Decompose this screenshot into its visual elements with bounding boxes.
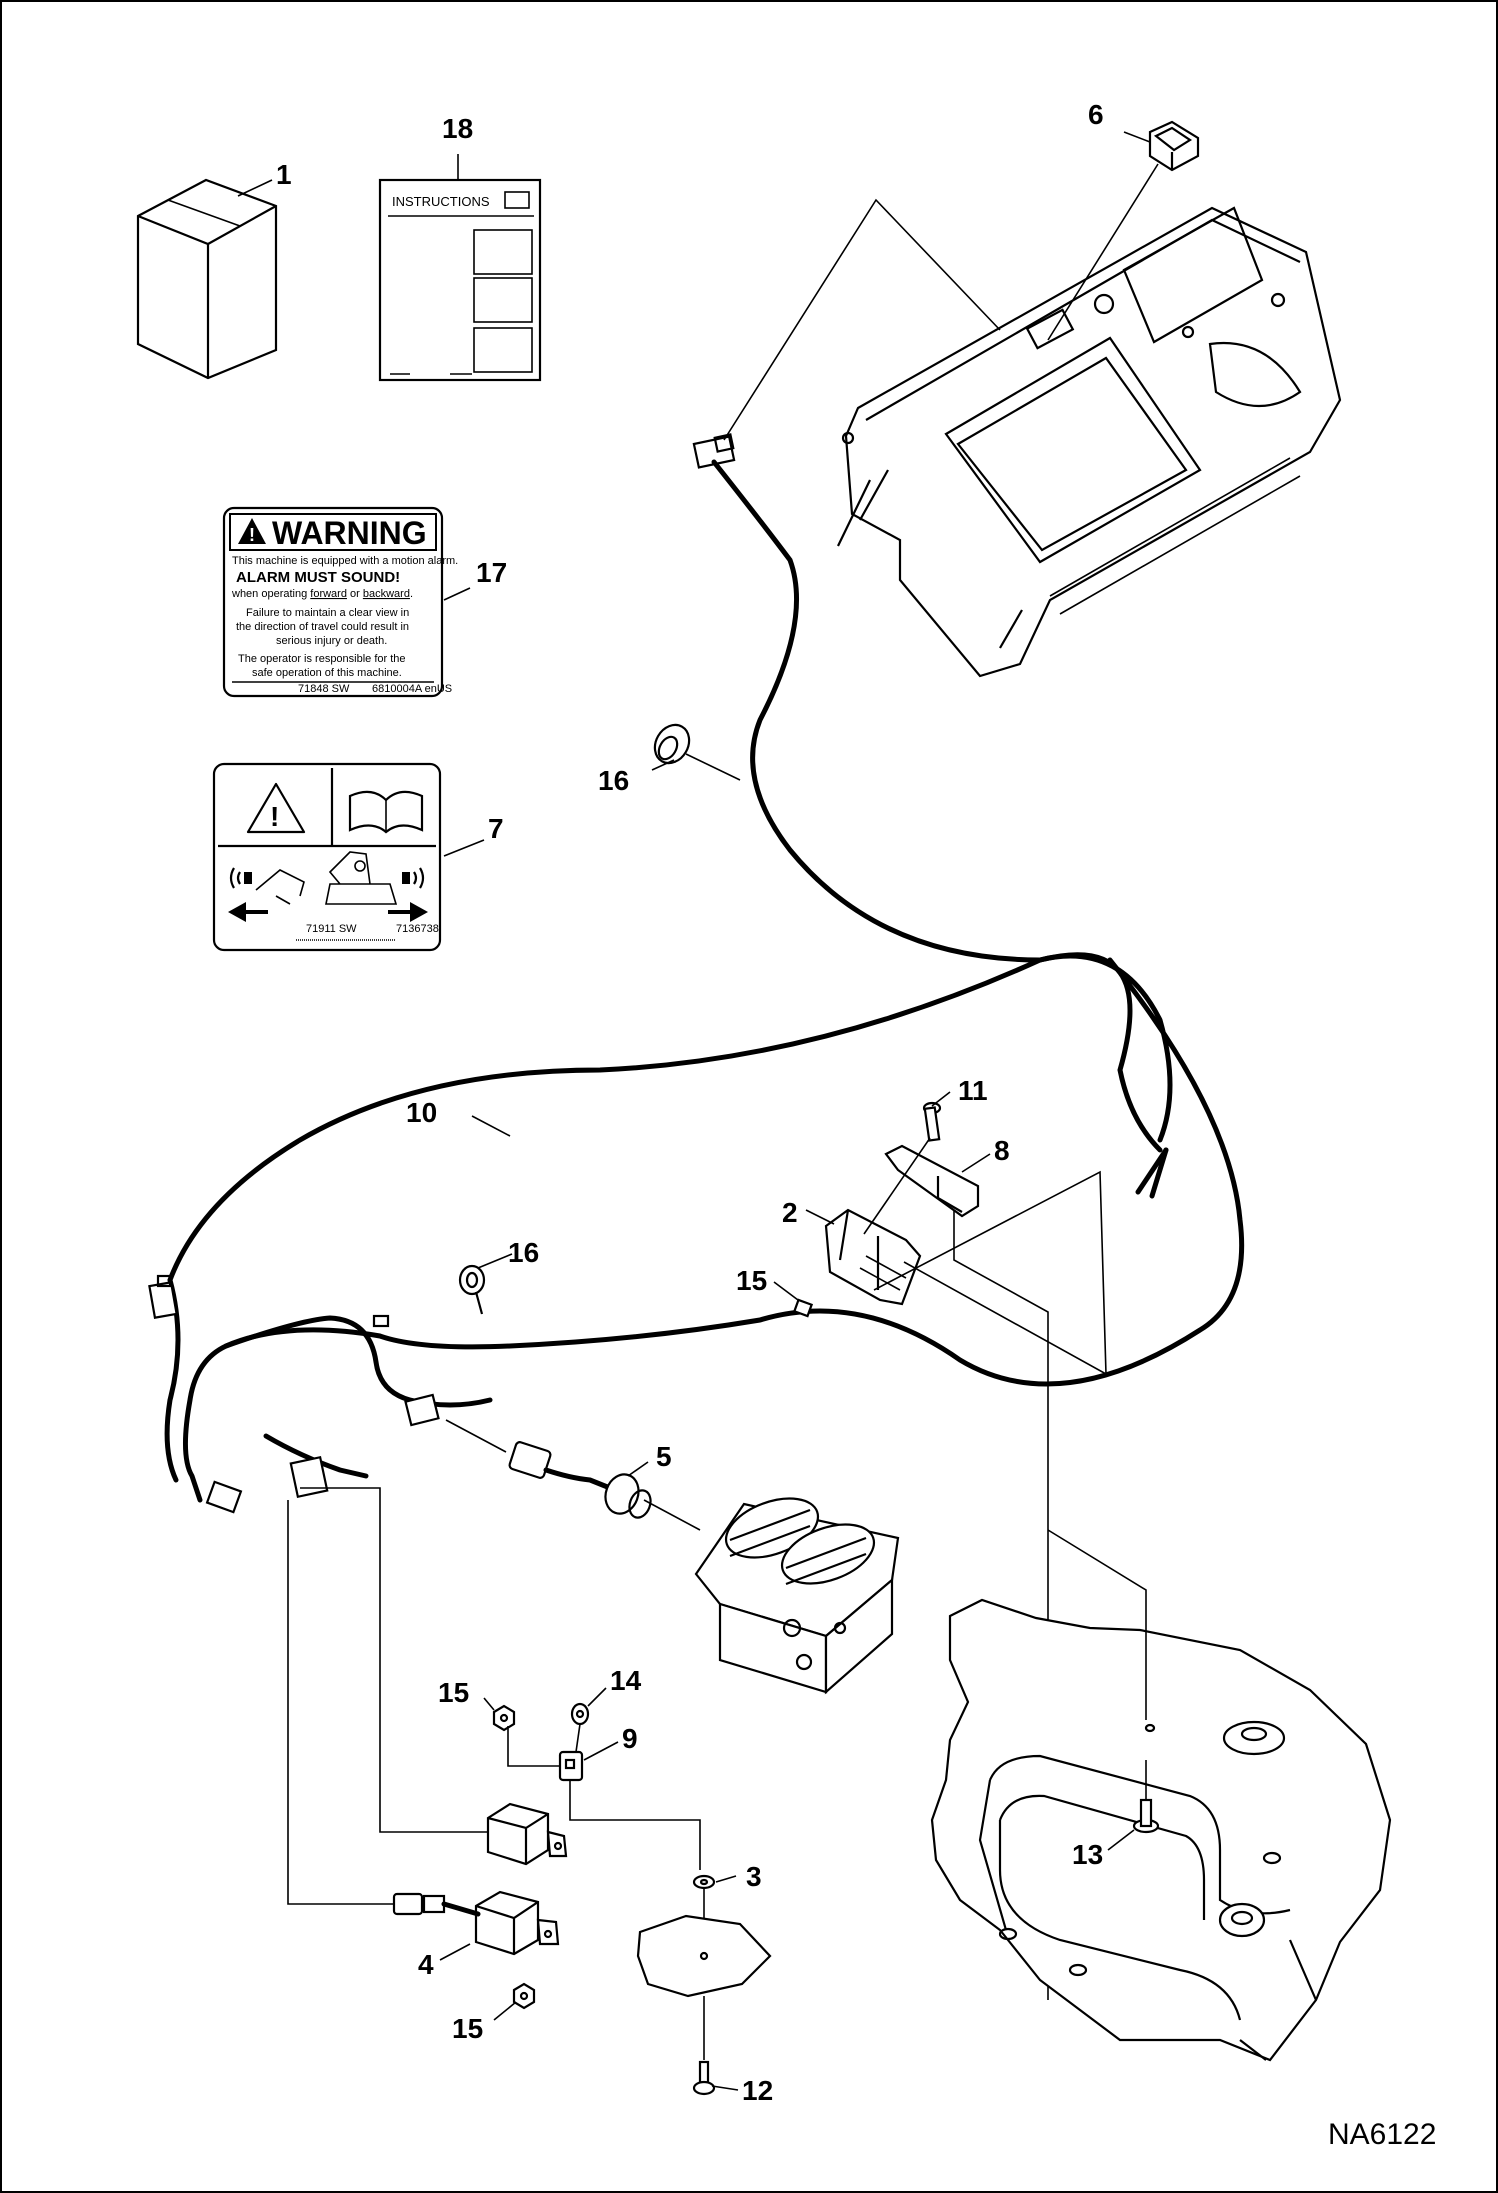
- warning-line3a: when operating: [231, 588, 310, 600]
- screw-14: [570, 1702, 590, 1726]
- relay-upper: [486, 1802, 568, 1866]
- callout-3: 3: [746, 1861, 762, 1892]
- warning-line1: This machine is equipped with a motion a…: [232, 555, 458, 567]
- pictorial-code-left: 71911 SW: [306, 923, 357, 935]
- callout-13: 13: [1072, 1839, 1103, 1870]
- callout-6: 6: [1088, 99, 1104, 130]
- callout-9: 9: [622, 1723, 638, 1754]
- warning-header: WARNING: [272, 515, 427, 551]
- nut-15-upper: [792, 1298, 814, 1318]
- nut-15-middle: [492, 1704, 516, 1732]
- warning-line5: the direction of travel could result in: [236, 621, 409, 633]
- warning-line8: safe operation of this machine.: [252, 667, 402, 679]
- nut-15-lower: [512, 1982, 536, 2010]
- callout-4: 4: [418, 1949, 434, 1980]
- instructions-title: INSTRUCTIONS: [392, 194, 490, 209]
- callout-11: 11: [958, 1075, 988, 1106]
- warning-code-left: 71848 SW: [298, 683, 350, 695]
- cable-clip-16-upper: [653, 723, 691, 765]
- callout-16-lower: 16: [508, 1237, 539, 1268]
- warning-line3d: backward: [363, 588, 410, 600]
- wiring-harness: [164, 459, 1245, 1503]
- warning-line4: Failure to maintain a clear view in: [246, 607, 409, 619]
- callout-1: 1: [276, 159, 292, 190]
- box-part: [136, 178, 278, 380]
- callout-16: 16: [598, 765, 629, 796]
- relay-bracket-9: [558, 1750, 584, 1782]
- control-valve: [694, 1497, 900, 1695]
- callout-7: 7: [488, 813, 504, 844]
- relay-lower: [474, 1890, 560, 1956]
- warning-line2: ALARM MUST SOUND!: [236, 569, 400, 586]
- callout-10: 10: [406, 1097, 437, 1128]
- callout-15-lower: 15: [452, 2013, 483, 2044]
- back-up-alarm: [824, 1208, 922, 1306]
- rocker-switch: [1148, 120, 1200, 172]
- pictorial-decal: ! 71911 SW 7136738: [212, 762, 442, 952]
- pressure-switch: [508, 1441, 652, 1519]
- svg-text:!: !: [270, 801, 279, 832]
- callout-15-middle: 15: [438, 1677, 469, 1708]
- callout-2: 2: [782, 1197, 798, 1228]
- bolt-13: [1132, 1798, 1160, 1834]
- leader-lines: [237, 131, 1151, 2091]
- svg-text:when operating forward or back: when operating forward or backward.: [231, 588, 413, 600]
- bolt-11: [922, 1101, 942, 1142]
- diagram-id: NA6122: [1328, 2118, 1436, 2151]
- callout-17: 17: [476, 557, 507, 588]
- warning-line7: The operator is responsible for the: [238, 653, 406, 665]
- warning-line3e: .: [410, 588, 413, 600]
- callout-5: 5: [656, 1441, 672, 1472]
- warning-line3b: forward: [310, 588, 347, 600]
- callout-labels: 1 2 3 4 5 6 7 8 9 10 11 12 13 14 15 15 1…: [276, 99, 1104, 2106]
- callout-15: 15: [736, 1265, 767, 1296]
- bolt-12: [692, 2060, 716, 2096]
- warning-decal: ! WARNING This machine is equipped with …: [222, 506, 458, 698]
- harness-connector-lower-left: [205, 1314, 440, 1514]
- cable-clip-16-lower: [458, 1264, 486, 1315]
- callout-12: 12: [742, 2075, 773, 2106]
- harness-connector-left: [148, 1274, 178, 1319]
- pictorial-code-right: 7136738: [396, 923, 439, 935]
- callout-8: 8: [994, 1135, 1010, 1166]
- warning-code-right: 6810004A enUS: [372, 683, 452, 695]
- mounting-bracket: [884, 1144, 980, 1218]
- svg-text:!: !: [249, 525, 255, 545]
- relay-harness-connector: [392, 1892, 481, 1917]
- washer-3: [692, 1874, 716, 1890]
- instructions-sheet: INSTRUCTIONS: [378, 178, 542, 382]
- control-panel-housing: [837, 206, 1342, 678]
- warning-line3c: or: [347, 588, 363, 600]
- callout-18: 18: [442, 113, 473, 144]
- mounting-plate: [636, 1914, 772, 1998]
- machine-frame: [930, 1598, 1392, 2062]
- callout-14: 14: [610, 1665, 642, 1696]
- warning-line6: serious injury or death.: [276, 635, 387, 647]
